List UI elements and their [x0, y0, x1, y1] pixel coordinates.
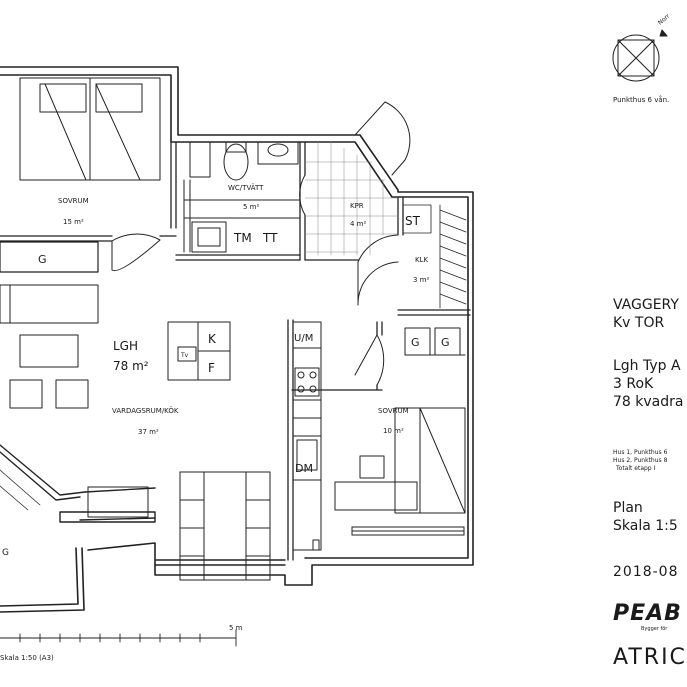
- wardrobe-1: [0, 241, 99, 273]
- laundry-area: 5 m²: [243, 203, 259, 211]
- wardrobe-g2: G: [411, 336, 420, 349]
- house-1: Hus 1, Punkthus 6: [613, 449, 668, 456]
- bedroom2-name: SOVRUM: [378, 407, 409, 415]
- compass-caption: Punkthus 6 vån.: [613, 95, 669, 104]
- bedroom1-name: SOVRUM: [58, 197, 89, 205]
- bed-2: [334, 407, 466, 536]
- scale-bar: [0, 629, 237, 647]
- symbol-k: K: [208, 332, 217, 346]
- block-name: Kv TOR: [613, 315, 665, 331]
- kitchen-counter: [292, 321, 322, 551]
- peab-logo: PEAB: [613, 601, 682, 626]
- living-name: VARDAGSRUM/KÖK: [112, 406, 179, 415]
- doors: [111, 101, 411, 386]
- peab-tagline: Bygger för: [641, 626, 668, 632]
- symbol-dm: DM: [295, 462, 313, 475]
- closet-shelves: [402, 204, 467, 309]
- compass-icon: [612, 29, 668, 82]
- living-area: 37 m²: [138, 428, 159, 436]
- bedroom2-area: 10 m²: [383, 427, 404, 435]
- wardrobe-g1: G: [38, 253, 47, 266]
- wardrobe-g3: G: [441, 336, 450, 349]
- labels: Norr Punkthus 6 vån. SOVRUM 15 m² WC/TVÄ…: [0, 12, 672, 662]
- balcony-label: G: [2, 548, 9, 558]
- project-name: VAGGERY: [613, 297, 679, 313]
- hall-area: 4 m²: [350, 220, 366, 228]
- bed-1: [19, 77, 161, 181]
- room-count: 3 RoK: [613, 376, 654, 392]
- apartment-label: LGH: [113, 339, 138, 353]
- hall-tiles: [304, 141, 399, 256]
- balcony: [0, 444, 286, 566]
- apartment-area: 78 m²: [113, 359, 149, 373]
- symbol-f: F: [208, 361, 215, 375]
- house-2: Hus 2, Punkthus 8: [613, 457, 668, 464]
- laundry-name: WC/TVÄTT: [228, 183, 264, 192]
- atric-logo: ATRIC: [613, 645, 687, 670]
- symbol-tm: TM: [233, 231, 252, 245]
- closet-name: KLK: [415, 256, 428, 264]
- symbol-tv: Tv: [180, 352, 189, 359]
- symbol-tt: TT: [262, 231, 278, 245]
- wc-fixtures: [183, 141, 301, 253]
- compass-north-label: Norr: [657, 12, 672, 26]
- apartment-type: Lgh Typ A: [613, 358, 681, 374]
- outer-walls: [0, 66, 474, 613]
- view-label: Plan: [613, 500, 643, 516]
- living-furniture: [0, 284, 271, 581]
- symbol-st: ST: [405, 214, 421, 228]
- scale-label: Skala 1:5: [613, 518, 678, 534]
- scale-bar-end: 5 m: [229, 624, 243, 632]
- symbol-um: U/M: [294, 333, 313, 344]
- bedroom1-area: 15 m²: [63, 218, 84, 226]
- apartment-size: 78 kvadra: [613, 394, 684, 410]
- hall-name: KPR: [350, 202, 364, 210]
- scale-bar-caption: Skala 1:50 (A3): [0, 654, 54, 662]
- wardrobes-2: [404, 327, 466, 356]
- stage: Totalt etapp I: [616, 465, 656, 472]
- closet-area: 3 m²: [413, 276, 429, 284]
- date-label: 2018-08: [613, 564, 679, 580]
